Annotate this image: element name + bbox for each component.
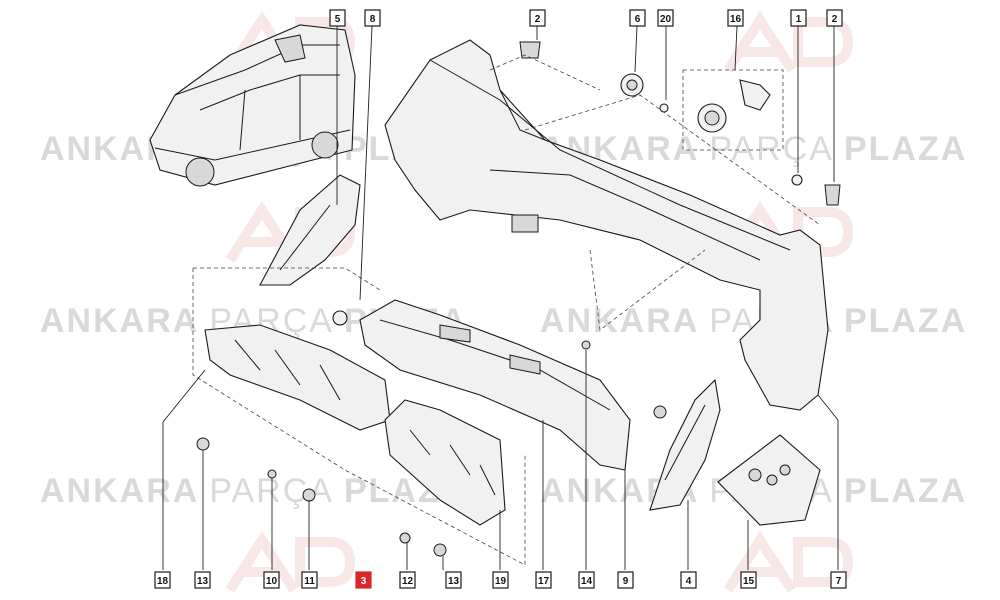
callout-c2b: 2 [826,9,843,27]
callout-number: 4 [686,576,692,587]
callout-c10: 10 [263,571,280,589]
callout-c14: 14 [578,571,595,589]
callout-c4: 4 [680,571,697,589]
callout-c12: 12 [399,571,416,589]
callout-box [154,571,171,589]
callout-box [740,571,757,589]
callout-c16: 16 [727,9,744,27]
callout-box [301,571,318,589]
callout-c15: 15 [740,571,757,589]
callout-number: 16 [730,14,742,25]
callout-c18: 18 [154,571,171,589]
callout-number: 9 [623,576,629,587]
lower-diffuser [359,299,631,471]
callout-box [329,9,346,27]
callout-number: 19 [495,576,507,587]
callout-box [657,9,674,27]
rear-bumper-cover [384,39,829,411]
callout-number: 7 [836,576,842,587]
callout-c5: 5 [329,9,346,27]
callout-number: 8 [370,14,376,25]
callout-box [194,571,211,589]
callout-box [535,571,552,589]
callout-number: 20 [660,14,672,25]
callout-box [445,571,462,589]
callout-box [617,571,634,589]
leader-lines [162,25,839,570]
callout-c3: 3 [355,571,372,589]
callout-box [826,9,843,27]
callout-box [263,571,280,589]
callout-c6: 6 [629,9,646,27]
callout-box [355,571,372,589]
callout-c11: 11 [301,571,318,589]
callout-c20: 20 [657,9,674,27]
callout-number: 3 [361,576,367,587]
energy-absorber-left [204,324,391,431]
callout-c9: 9 [617,571,634,589]
callout-number: 13 [448,576,460,587]
energy-absorber-right [384,399,506,526]
callout-box [830,571,847,589]
reference-outlines [192,54,821,566]
callout-box [578,571,595,589]
callout-number: 2 [535,14,541,25]
callout-c13b: 13 [445,571,462,589]
callout-number: 11 [304,576,315,587]
callout-box [492,571,509,589]
callout-c2a: 2 [529,9,546,27]
callout-number: 15 [743,576,755,587]
callout-c13a: 13 [194,571,211,589]
small-parts [196,41,841,557]
callout-number: 14 [581,576,593,587]
callout-number: 13 [197,576,209,587]
callout-box [629,9,646,27]
callout-box [364,9,381,27]
callout-c19: 19 [492,571,509,589]
callout-number: 5 [335,14,341,25]
callout-number: 1 [796,14,802,25]
fittings-kit-box [717,434,821,526]
left-side-bracket [259,174,361,286]
callout-c7: 7 [830,571,847,589]
callout-number: 17 [538,576,550,587]
car-illustration [149,24,356,187]
callout-box [399,571,416,589]
callout-c1: 1 [790,9,807,27]
callout-number: 10 [266,576,278,587]
callout-number: 6 [635,14,641,25]
right-side-bracket [649,378,721,511]
callout-box [790,9,807,27]
callout-box [727,9,744,27]
callout-box [529,9,546,27]
callout-c17: 17 [535,571,552,589]
callout-c8: 8 [364,9,381,27]
callout-number: 12 [402,576,414,587]
callout-box [680,571,697,589]
callout-number: 2 [832,14,838,25]
callout-number: 18 [157,576,169,587]
